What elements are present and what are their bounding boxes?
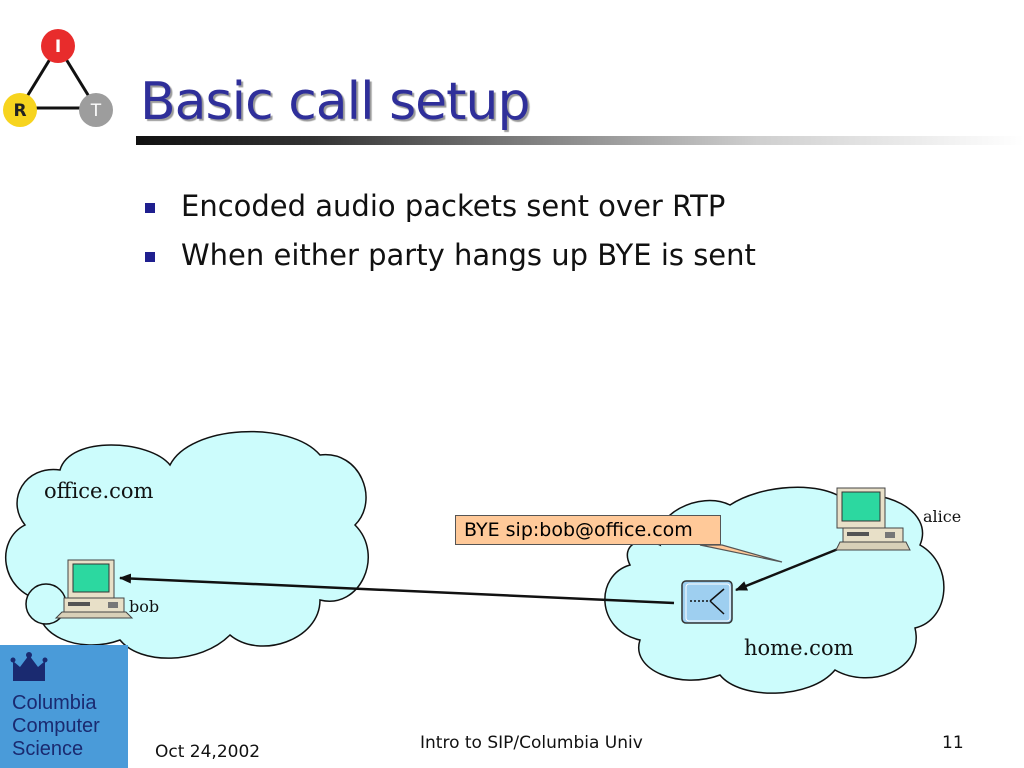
logo-letter-i: I xyxy=(55,37,61,57)
bob-computer-icon xyxy=(54,559,134,619)
bullet-square-icon xyxy=(145,203,155,213)
logo-circle-r xyxy=(3,93,37,127)
arrow-alice-to-proxy xyxy=(735,543,849,592)
bullet-item-2: When either party hangs up BYE is sent xyxy=(145,238,756,272)
callout-pointer xyxy=(699,544,783,563)
bullet-text: Encoded audio packets sent over RTP xyxy=(181,189,726,223)
bullet-square-icon xyxy=(145,252,155,262)
footer-center: Intro to SIP/Columbia Univ xyxy=(420,733,643,753)
proxy-server-icon xyxy=(681,580,733,624)
cloud-office-label: office.com xyxy=(44,479,154,503)
arrow-proxy-to-bob xyxy=(119,573,675,605)
host-bob-label: bob xyxy=(129,597,159,616)
school-line-1: Columbia xyxy=(12,692,97,714)
title-underline xyxy=(136,136,1024,145)
logo-circle-i xyxy=(41,29,75,63)
school-line-3: Science xyxy=(12,738,84,760)
bullet-item-1: Encoded audio packets sent over RTP xyxy=(145,189,726,223)
logo-letter-t: T xyxy=(90,101,102,121)
columbia-cs-logo xyxy=(0,645,128,768)
columbia-cs-text: Columbia Computer Science xyxy=(12,692,100,761)
irt-logo: I R T xyxy=(3,29,113,127)
logo-letter-r: R xyxy=(13,101,26,121)
slide-title: Basic call setup xyxy=(140,72,531,132)
bullet-text: When either party hangs up BYE is sent xyxy=(181,238,756,272)
school-line-2: Computer xyxy=(12,715,100,737)
host-alice-label: alice xyxy=(923,507,961,526)
cloud-home-label: home.com xyxy=(744,636,854,660)
alice-computer-icon xyxy=(835,487,911,551)
crown-icon xyxy=(10,652,48,681)
footer-page-number: 11 xyxy=(942,733,964,753)
cloud-office xyxy=(4,430,369,659)
footer-date: Oct 24,2002 xyxy=(155,742,261,762)
logo-circle-t xyxy=(79,93,113,127)
bye-message-box: BYE sip:bob@office.com xyxy=(455,515,721,545)
